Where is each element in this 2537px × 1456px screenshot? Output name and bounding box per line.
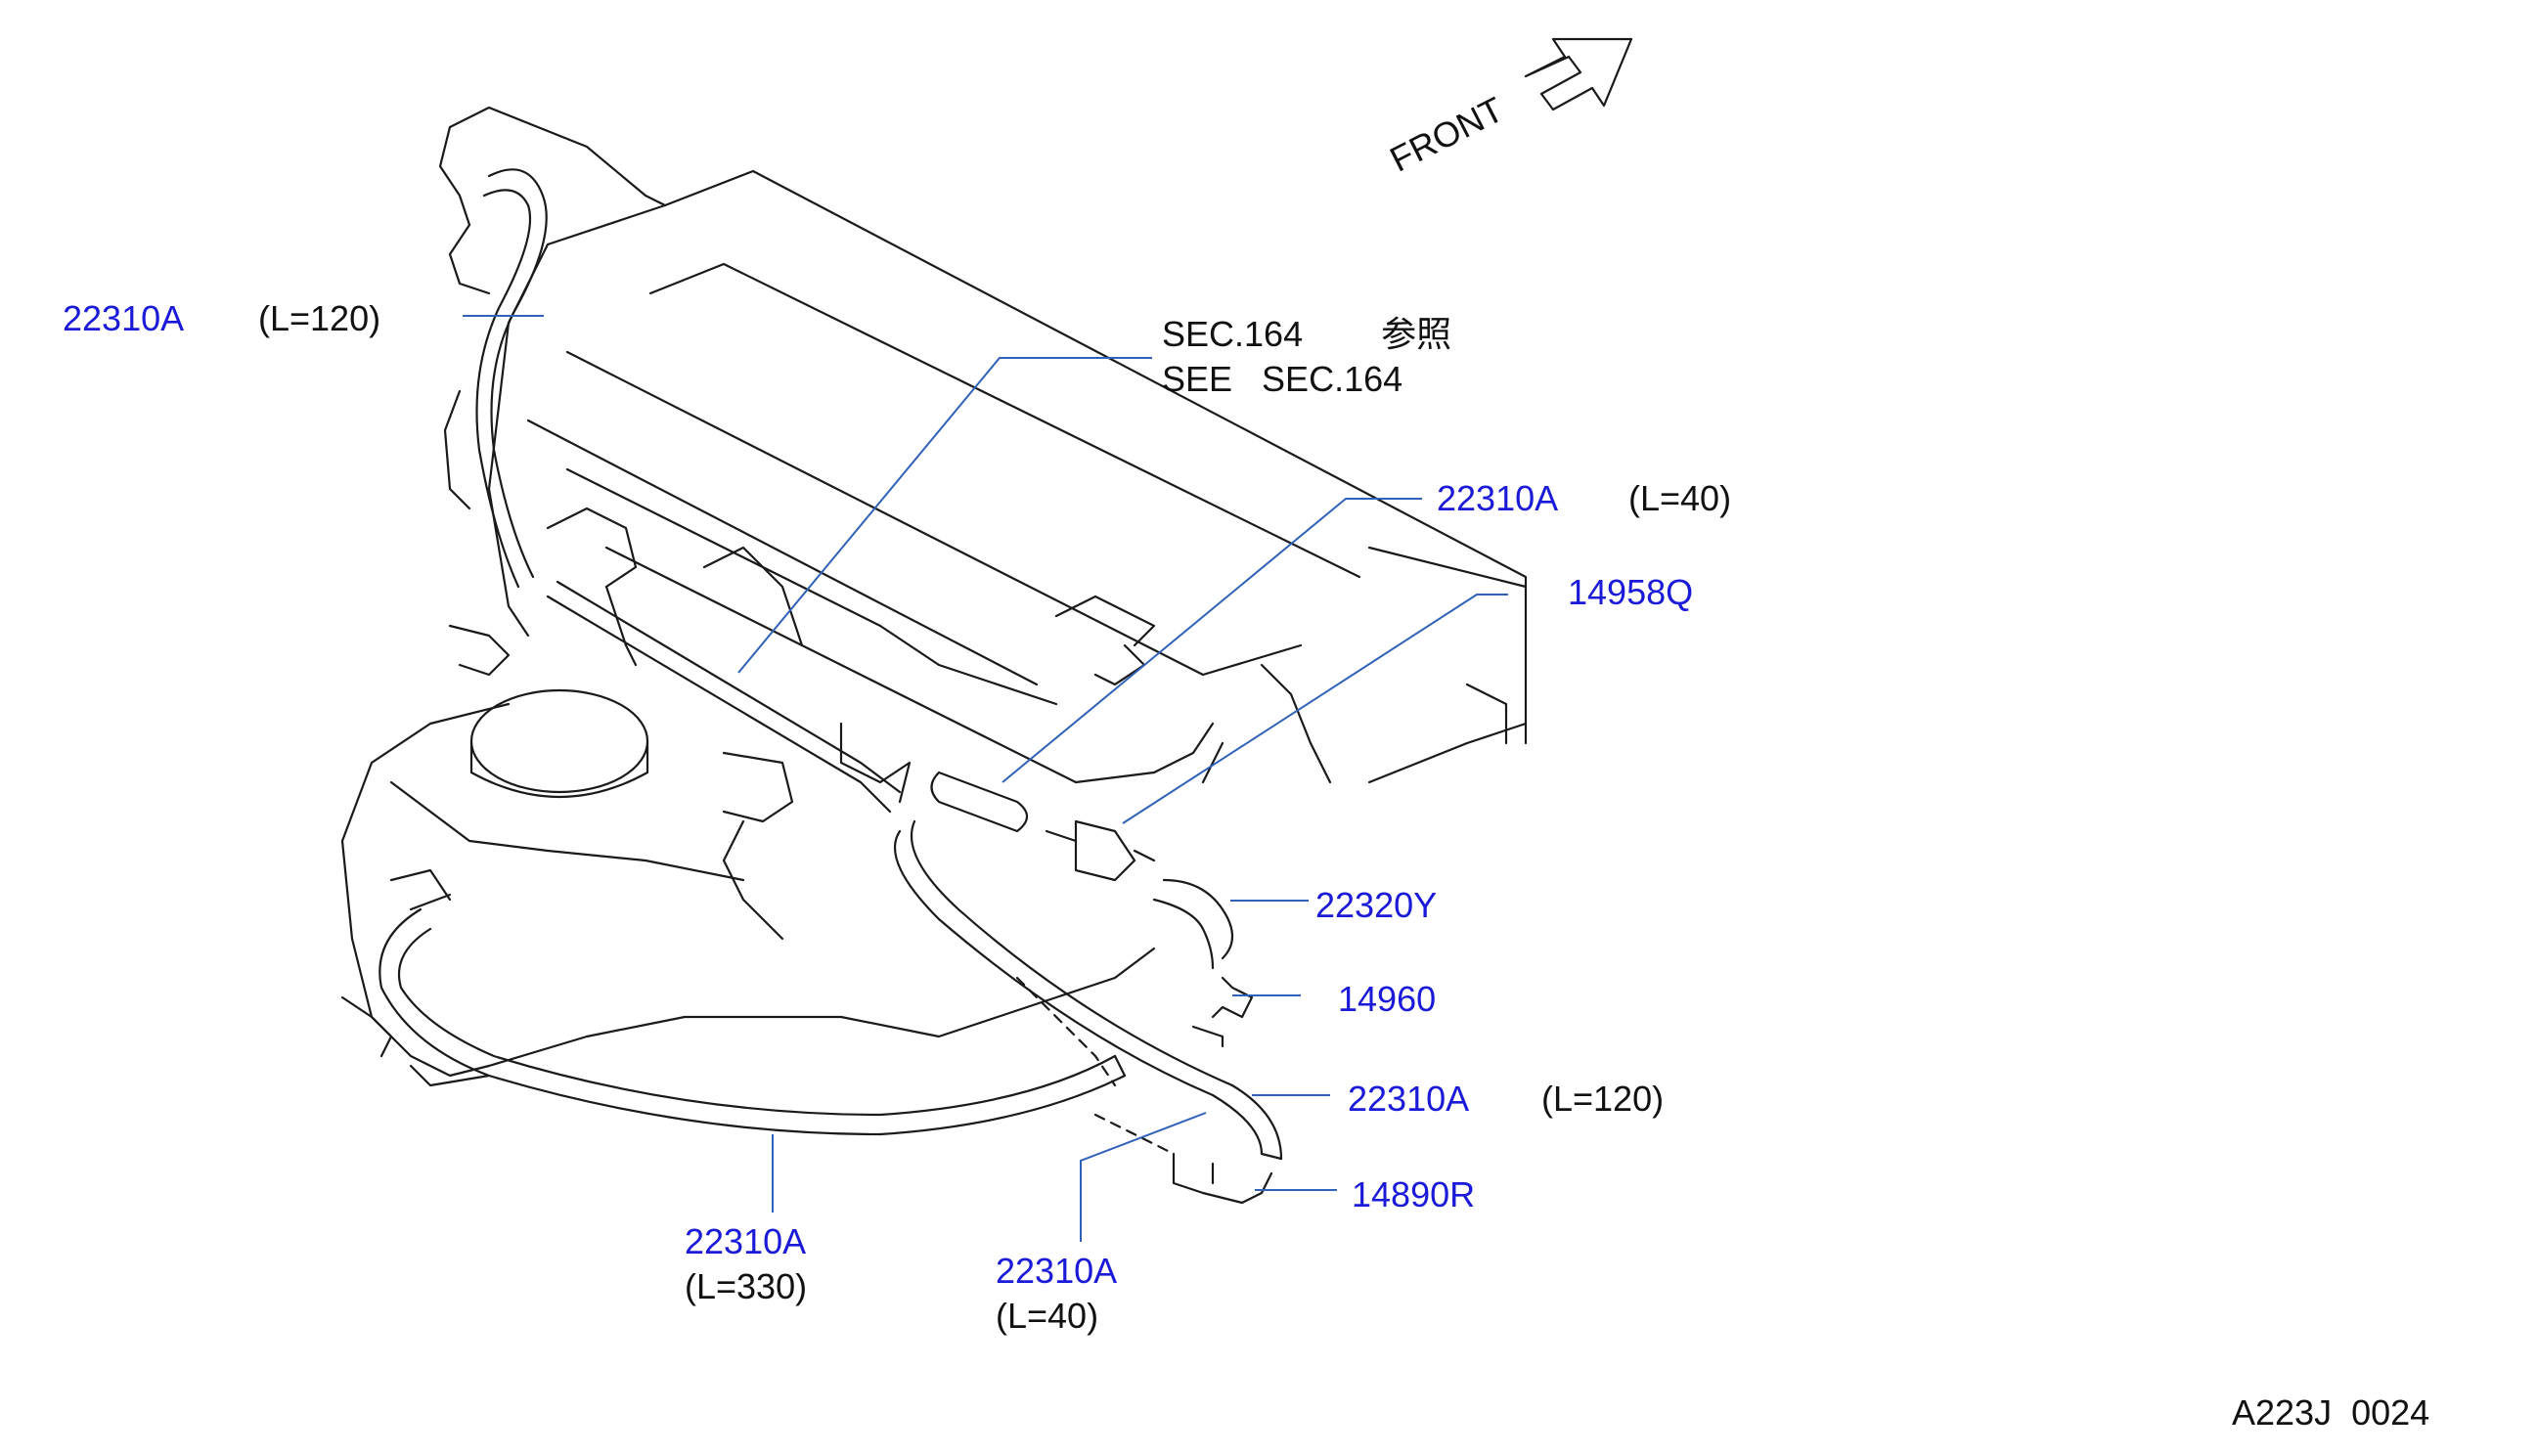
hose-right-long	[893, 819, 1283, 1161]
callout-part-number[interactable]: 14958Q	[1568, 572, 1694, 612]
hidden-lines	[1015, 976, 1176, 1156]
front-arrow-icon	[1524, 37, 1633, 111]
callout-part-number[interactable]: 22310A	[1437, 478, 1559, 518]
reference-line1: SEC.164	[1162, 314, 1304, 354]
callout-spec: (L=120)	[258, 298, 381, 338]
callout-spec: (L=40)	[996, 1296, 1099, 1336]
reference-line1-jp: 参照	[1381, 314, 1452, 354]
callout-part-number[interactable]: 22320Y	[1315, 885, 1438, 925]
reference-see-sec164[interactable]: SEE SEC.164	[1162, 359, 1403, 399]
diagram-code: A223J 0024	[2232, 1392, 2430, 1433]
leader-lines	[463, 315, 1508, 1242]
pipe-assembly	[546, 580, 1273, 1205]
hose-main-long	[378, 907, 1127, 1136]
callout-spec: (L=40)	[1628, 478, 1732, 518]
callout-spec: (L=330)	[685, 1266, 808, 1306]
callout-part-number[interactable]: 22310A	[685, 1221, 807, 1261]
reference-sec164: SEC.164 参照	[1162, 315, 1451, 354]
hose-upper	[475, 168, 548, 589]
callout-part-number[interactable]: 22310A	[63, 298, 185, 338]
callout-part-number[interactable]: 14890R	[1352, 1174, 1476, 1214]
callout-part-number[interactable]: 22310A	[996, 1251, 1118, 1291]
engine-outline	[340, 106, 1528, 1087]
fittings	[340, 624, 511, 1058]
callout-spec: (L=120)	[1541, 1079, 1665, 1119]
callout-part-number[interactable]: 22310A	[1348, 1079, 1470, 1119]
callout-part-number[interactable]: 14960	[1338, 979, 1437, 1019]
